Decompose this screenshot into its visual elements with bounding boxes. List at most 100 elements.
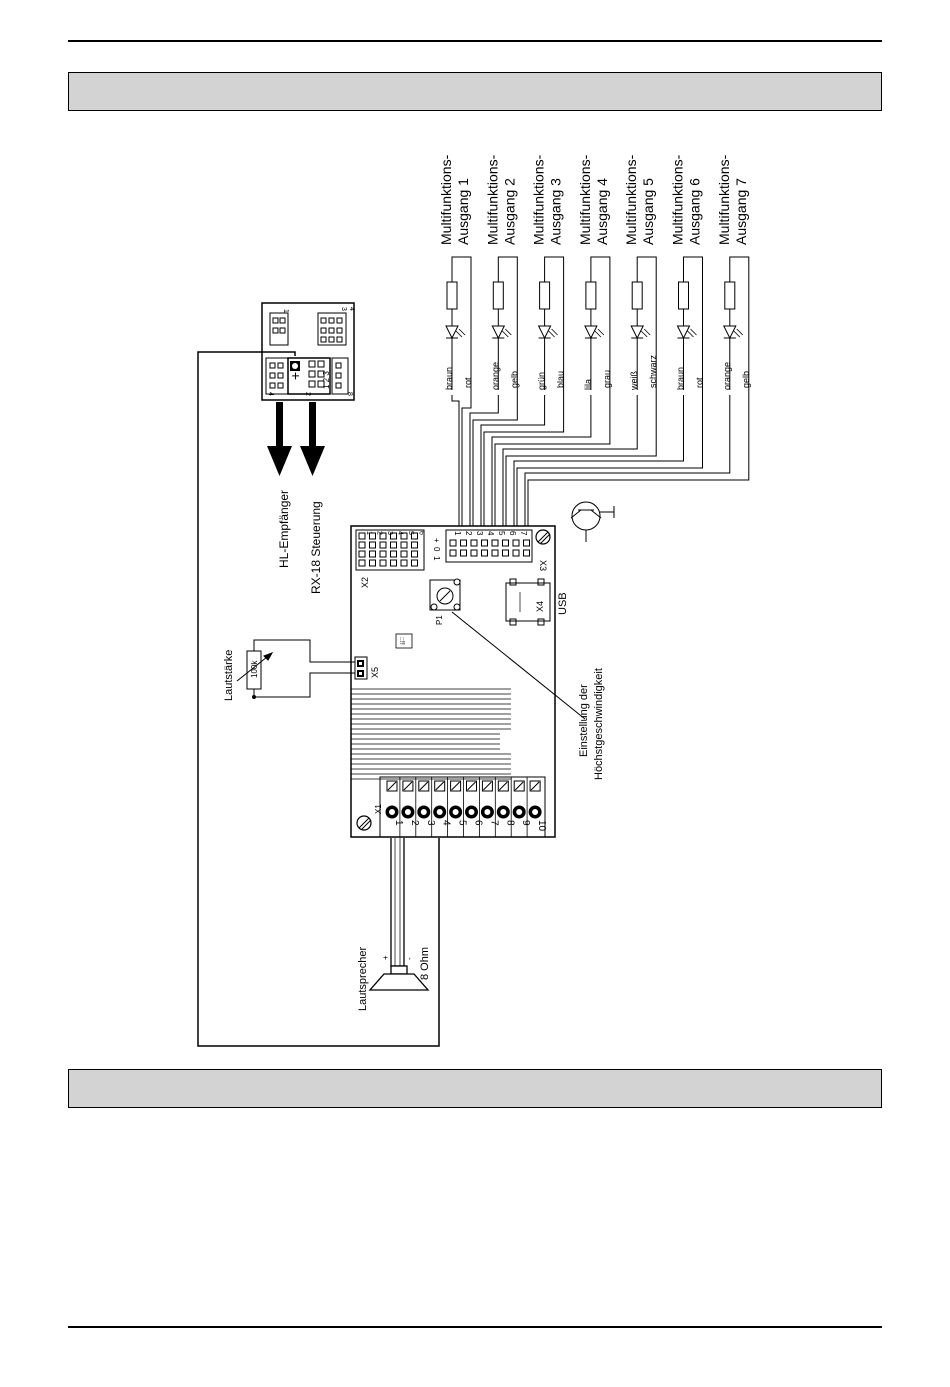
output-3-wire-b: blau xyxy=(556,371,566,388)
volume-label: Lautstärke xyxy=(223,650,235,701)
output-6-wire-pair xyxy=(683,256,703,400)
output-7-led-ray2 xyxy=(736,328,744,336)
x1-terminal-number: 6 xyxy=(473,820,484,826)
x3-pin-number: 4 xyxy=(486,531,495,536)
x2-pin xyxy=(358,532,366,540)
x1-screw-box xyxy=(386,780,398,792)
x1-terminal-center xyxy=(484,809,491,815)
x1-screw-box xyxy=(529,780,541,792)
speaker-label: Lautsprecher xyxy=(357,946,369,1011)
output-7-wire-pair xyxy=(729,256,750,400)
x2-pin xyxy=(379,559,387,567)
x1-screw-slot xyxy=(467,781,476,791)
x2-pin xyxy=(358,541,366,549)
x1-screw-slot xyxy=(514,781,524,791)
x1-terminal-center xyxy=(452,809,459,815)
output-3-resistor xyxy=(539,281,551,310)
output-2-resistor xyxy=(492,281,504,310)
receiver-header-bottom-right xyxy=(331,357,349,395)
receiver-mark-c: 2 xyxy=(304,392,311,396)
x3-pin xyxy=(523,549,530,557)
output-2-subtitle: Ausgang 2 xyxy=(501,178,517,245)
output-2-title: Multifunktions- xyxy=(484,154,500,245)
output-2-led-ray xyxy=(502,330,509,338)
speaker-minus: - xyxy=(405,957,414,960)
harness-wire-5a xyxy=(502,395,638,530)
x3-pin xyxy=(470,539,478,547)
hl-receiver-label: HL-Empfänger xyxy=(277,490,291,568)
x2-pin xyxy=(390,532,397,540)
output-6-led-ray2 xyxy=(690,328,697,336)
x5-label: X5 xyxy=(370,667,380,678)
output-5-wire-b: schwarz xyxy=(648,354,658,388)
output-3-led-ray2 xyxy=(551,328,558,336)
x3-pin-number: 6 xyxy=(508,531,517,536)
x2-pin-number: 3 xyxy=(386,531,393,535)
x3-pin xyxy=(491,549,499,557)
x1-screw-slot xyxy=(435,781,445,791)
output-1-led xyxy=(445,325,459,340)
output-7-wire-a: orange xyxy=(722,362,732,390)
rx18-control-label: RX-18 Steuerung xyxy=(309,501,323,594)
output-7-wire-b: gelb xyxy=(741,371,751,388)
output-5-led-ray2 xyxy=(643,328,651,336)
x2-pin xyxy=(400,541,408,549)
x1-screw-box xyxy=(481,780,493,792)
harness-wire-1a xyxy=(451,395,460,530)
x1-screw-slot xyxy=(498,781,508,791)
harness-wire-2a xyxy=(469,395,499,530)
x1-terminal-number: 2 xyxy=(409,820,420,826)
x2-pin xyxy=(411,541,418,549)
output-1-resistor xyxy=(446,281,458,310)
harness-wire-3b xyxy=(483,400,565,530)
x1-terminal-number: 7 xyxy=(488,820,499,826)
harness-wire-5b xyxy=(505,400,657,530)
output-1-title: Multifunktions- xyxy=(438,154,454,245)
output-6-title: Multifunktions- xyxy=(670,154,686,245)
x2-pin-number: 5 xyxy=(407,531,414,535)
output-4-led xyxy=(584,325,598,340)
x2-pin xyxy=(400,559,408,567)
x2-pin-number: 6 xyxy=(418,531,425,535)
speaker-symbol xyxy=(368,838,430,991)
output-2-wire-pair xyxy=(497,256,518,400)
output-1-wire-b: rot xyxy=(463,377,473,388)
transistor-symbol xyxy=(570,501,615,542)
x3-pin xyxy=(502,549,509,557)
x1-terminal-center xyxy=(532,809,539,815)
speaker-plus: + xyxy=(381,955,390,960)
small-chip: ::!! xyxy=(395,633,413,649)
harness-wire-7b xyxy=(527,400,750,530)
x1-terminal-center xyxy=(516,809,523,815)
x2-pin xyxy=(358,550,366,558)
x3-side-label: + xyxy=(432,538,441,543)
output-4-subtitle: Ausgang 4 xyxy=(594,178,610,245)
receiver-mark-b: 4 xyxy=(348,307,355,311)
output-2-led xyxy=(491,325,506,340)
receiver-mark-top: 1 xyxy=(282,309,289,313)
x2-pin xyxy=(390,559,397,567)
footer-band xyxy=(68,1069,882,1108)
p1-label: P1 xyxy=(435,615,444,625)
header-band xyxy=(68,72,882,111)
x3-pin-number: 5 xyxy=(497,531,506,536)
output-5-resistor xyxy=(631,281,643,310)
output-5-wire-pair xyxy=(636,256,657,400)
x2-pin xyxy=(358,559,366,567)
output-5-led-ray xyxy=(640,330,648,338)
x2-pin xyxy=(411,550,418,558)
x1-terminal-center xyxy=(436,809,443,815)
output-4-wire-b: grau xyxy=(602,370,612,388)
x2-pin xyxy=(411,559,418,567)
output-3-subtitle: Ausgang 3 xyxy=(548,178,564,245)
x3-pin xyxy=(460,539,467,547)
x3-pin xyxy=(502,539,509,547)
harness-wire-4a xyxy=(491,395,592,530)
x1-screw-slot xyxy=(483,781,492,791)
output-4-wire-pair xyxy=(590,256,611,400)
wire-harness xyxy=(451,395,750,530)
